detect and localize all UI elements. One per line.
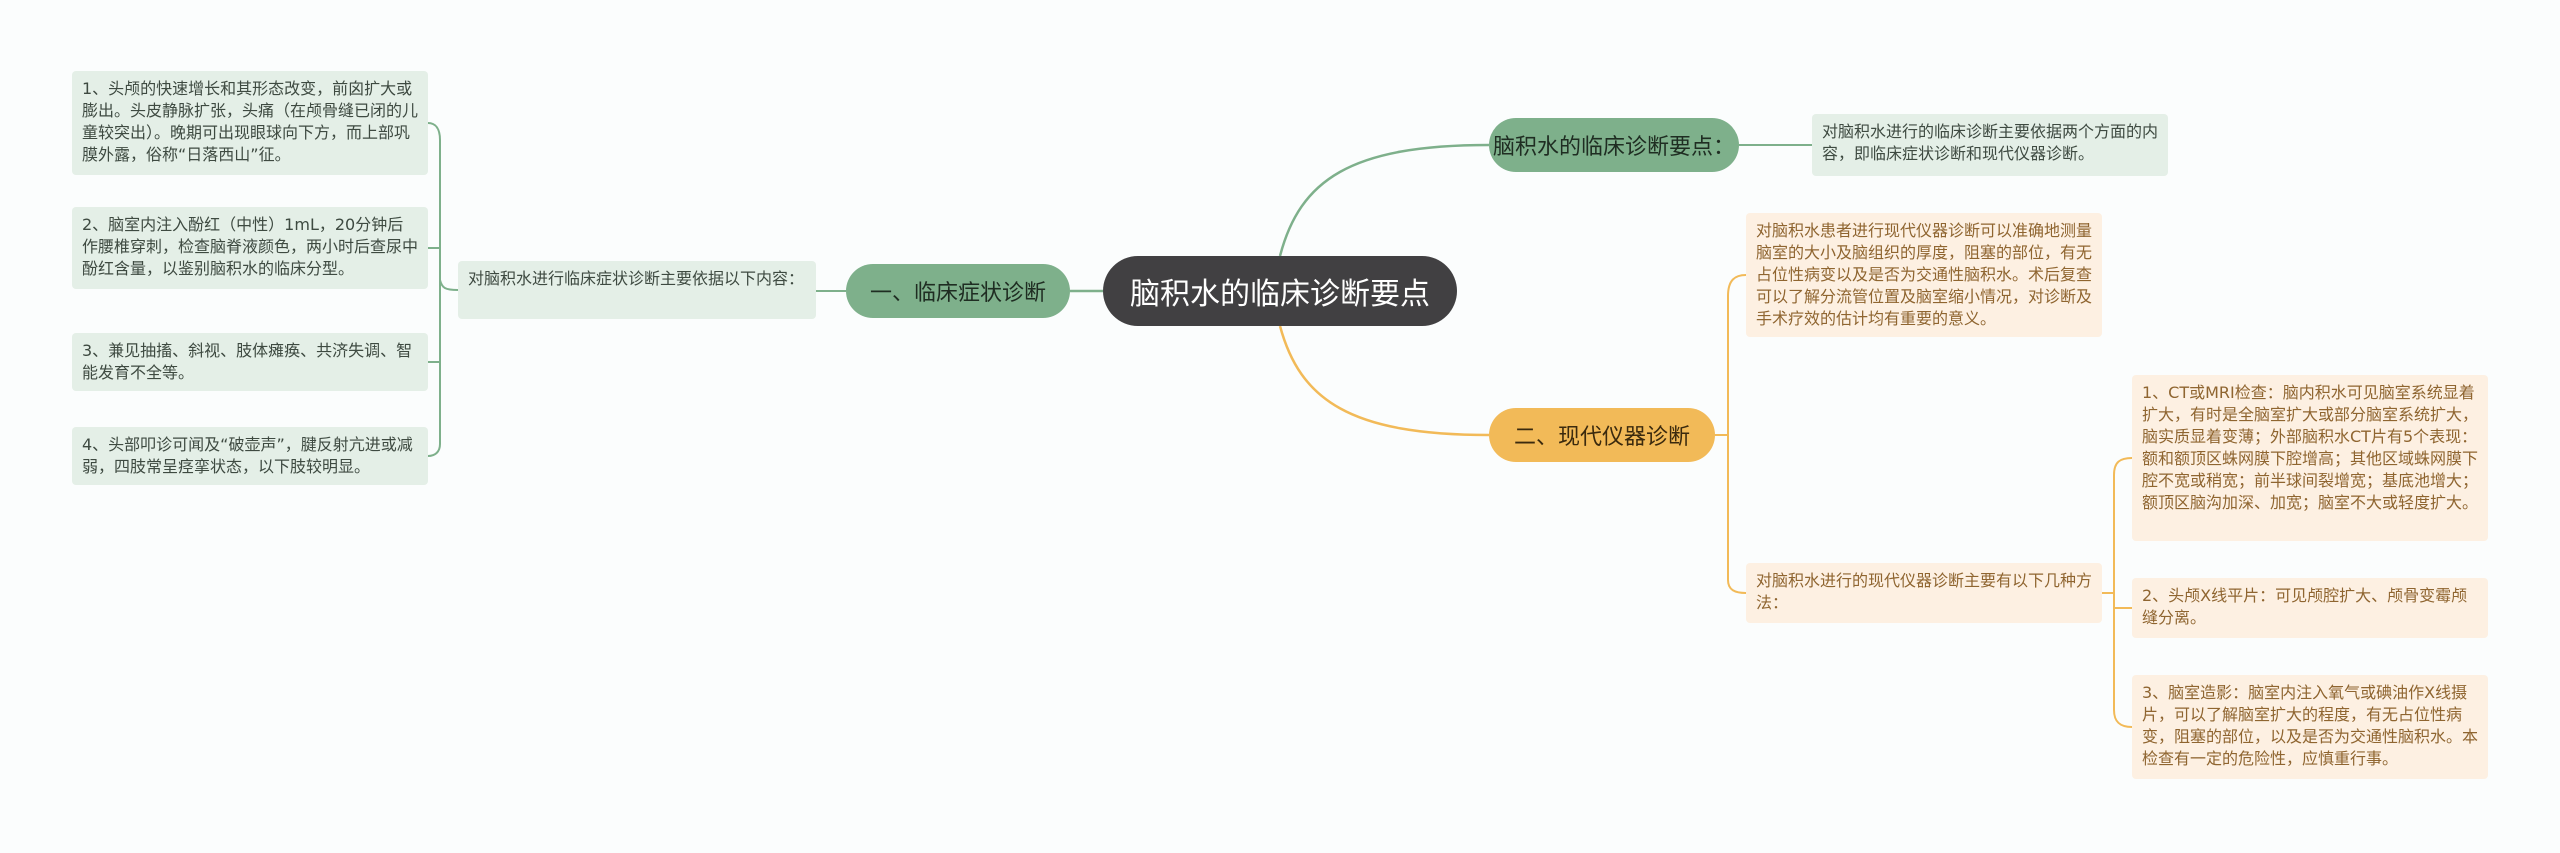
clinical-item-1[interactable]: 1、头颅的快速增长和其形态改变，前囟扩大或膨出。头皮静脉扩张，头痛（在颅骨缝已闭…	[72, 71, 428, 175]
link-root-instrument	[1278, 325, 1490, 437]
link-instrument-notes	[1715, 274, 1747, 594]
instrument-item-2[interactable]: 2、头颅X线平片：可见颅腔扩大、颅骨变霉颅缝分离。	[2132, 578, 2488, 638]
branch-instrument-diagnosis[interactable]: 二、现代仪器诊断	[1489, 408, 1715, 462]
clinical-item-4[interactable]: 4、头部叩诊可闻及“破壶声”，腱反射亢进或减弱，四肢常呈痉挛状态，以下肢较明显。	[72, 427, 428, 485]
root-node[interactable]: 脑积水的临床诊断要点	[1103, 256, 1457, 326]
link-intro-items	[427, 122, 459, 457]
branch-clinical-diagnosis[interactable]: 一、临床症状诊断	[846, 264, 1070, 318]
instrument-item-3[interactable]: 3、脑室造影：脑室内注入氧气或碘油作X线摄片，可以了解脑室扩大的程度，有无占位性…	[2132, 675, 2488, 779]
overview-text-node[interactable]: 对脑积水进行的临床诊断主要依据两个方面的内容，即临床症状诊断和现代仪器诊断。	[1812, 114, 2168, 176]
branch-diagnosis-overview[interactable]: 脑积水的临床诊断要点：	[1489, 118, 1739, 172]
link-intro-methods	[2102, 457, 2133, 728]
clinical-item-3[interactable]: 3、兼见抽搐、斜视、肢体瘫痪、共济失调、智能发育不全等。	[72, 333, 428, 391]
clinical-item-2[interactable]: 2、脑室内注入酚红（中性）1mL，20分钟后作腰椎穿刺，检查脑脊液颜色，两小时后…	[72, 207, 428, 289]
clinical-intro-node[interactable]: 对脑积水进行临床症状诊断主要依据以下内容：	[458, 261, 816, 319]
instrument-significance-node[interactable]: 对脑积水患者进行现代仪器诊断可以准确地测量脑室的大小及脑组织的厚度，阻塞的部位，…	[1746, 213, 2102, 337]
instrument-intro-node[interactable]: 对脑积水进行的现代仪器诊断主要有以下几种方法：	[1746, 563, 2102, 623]
link-root-overview	[1278, 143, 1490, 257]
instrument-item-1[interactable]: 1、CT或MRI检查：脑内积水可见脑室系统显着扩大，有时是全脑室扩大或部分脑室系…	[2132, 375, 2488, 541]
